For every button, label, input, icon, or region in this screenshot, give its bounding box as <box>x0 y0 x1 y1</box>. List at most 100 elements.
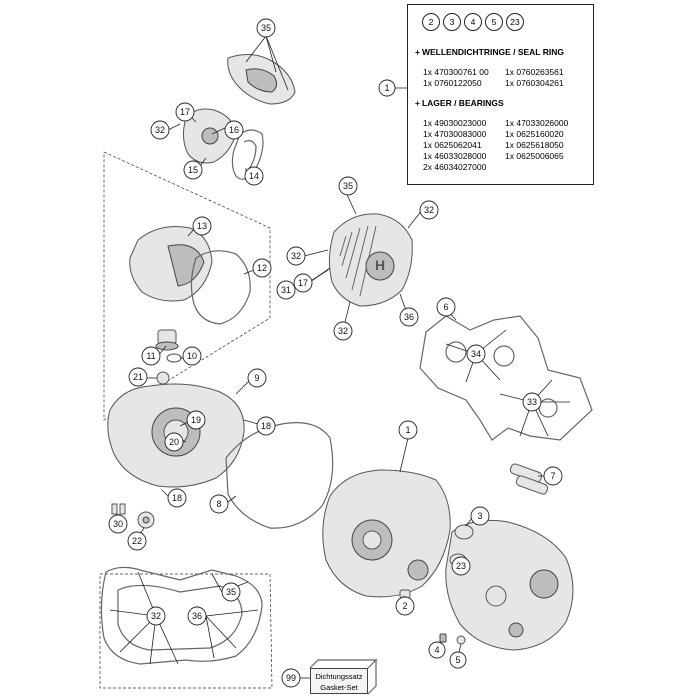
oil-plug <box>155 329 179 351</box>
callout-3: 3 <box>470 506 490 526</box>
callout-6: 6 <box>436 297 456 317</box>
legend-badge-row: 2 3 4 5 23 <box>422 13 524 31</box>
part-number: 1x 0625618050 <box>505 140 564 150</box>
gasket-set-outline <box>100 566 263 665</box>
part-number: 1x 0760122050 <box>423 78 482 88</box>
part-number: 1x 0625160020 <box>505 129 564 139</box>
part-number: 1x 0760263561 <box>505 67 564 77</box>
callout-16: 16 <box>224 120 244 140</box>
svg-text:18: 18 <box>172 493 182 503</box>
legend-badge: 4 <box>464 13 482 31</box>
callout-12: 12 <box>252 258 272 278</box>
svg-text:35: 35 <box>261 23 271 33</box>
bearing-line: 1x 0625062041 1x 0625618050 <box>423 140 564 150</box>
part-number: 1x 0625062041 <box>423 140 482 150</box>
svg-text:12: 12 <box>257 263 267 273</box>
callout-17-ignition: 17 <box>293 273 313 293</box>
svg-text:1: 1 <box>405 425 410 435</box>
water-pump-housing <box>182 108 237 164</box>
svg-text:31: 31 <box>281 285 291 295</box>
callout-35-water-pump: 35 <box>256 18 276 38</box>
callout-32-ignition-left: 32 <box>286 246 306 266</box>
callout-10: 10 <box>182 346 202 366</box>
svg-text:16: 16 <box>229 125 239 135</box>
callout-36-gasket: 36 <box>187 606 207 626</box>
svg-text:H: H <box>375 257 385 273</box>
svg-text:7: 7 <box>550 471 555 481</box>
bearing-3 <box>454 524 474 540</box>
callout-9: 9 <box>247 368 267 388</box>
part-4 <box>439 633 447 643</box>
seal-ring-heading-text: WELLENDICHTRINGE / SEAL RING <box>421 47 564 57</box>
ignition-cover: H <box>328 213 413 307</box>
cylinder-base-gasket <box>419 315 593 441</box>
oil-plug-o-ring <box>166 353 182 363</box>
callout-5: 5 <box>449 651 467 669</box>
gasket-set-inner <box>117 584 243 651</box>
clutch-cover-outer <box>129 226 213 302</box>
svg-text:18: 18 <box>261 421 271 431</box>
gasket-set-box: Dichtungssatz Gasket-Set <box>310 668 368 694</box>
callout-14: 14 <box>244 166 264 186</box>
svg-text:32: 32 <box>155 125 165 135</box>
svg-text:32: 32 <box>291 251 301 261</box>
part-number: 1x 470300761 00 <box>423 67 489 77</box>
part-number: 2x 46034027000 <box>423 162 487 172</box>
svg-text:33: 33 <box>527 397 537 407</box>
svg-text:2: 2 <box>402 601 407 611</box>
plus-icon: + <box>415 98 420 108</box>
bolt-30 <box>111 503 126 515</box>
seal-ring-line: 1x 470300761 00 1x 0760263561 <box>423 67 564 77</box>
svg-text:13: 13 <box>197 221 207 231</box>
svg-text:34: 34 <box>471 349 481 359</box>
svg-text:23: 23 <box>456 561 466 571</box>
svg-text:36: 36 <box>192 611 202 621</box>
callout-32-gasket: 32 <box>146 606 166 626</box>
svg-text:35: 35 <box>343 181 353 191</box>
svg-text:5: 5 <box>455 655 460 665</box>
callout-21: 21 <box>128 367 148 387</box>
svg-text:14: 14 <box>249 171 259 181</box>
svg-text:1: 1 <box>384 83 389 93</box>
part-number: 1x 46033028000 <box>423 151 487 161</box>
water-pump-cover <box>227 54 296 105</box>
legend-badge: 2 <box>422 13 440 31</box>
callout-35-ignition: 35 <box>338 176 358 196</box>
svg-text:17: 17 <box>180 107 190 117</box>
callout-18-upper: 18 <box>256 416 276 436</box>
callout-32-top: 32 <box>150 120 170 140</box>
gasket-set-label-de: Dichtungssatz <box>315 672 363 681</box>
callout-18-lower: 18 <box>167 488 187 508</box>
svg-text:22: 22 <box>132 536 142 546</box>
svg-text:35: 35 <box>226 587 236 597</box>
part-number: 1x 47030083000 <box>423 129 487 139</box>
svg-text:19: 19 <box>191 415 201 425</box>
callout-2: 2 <box>395 596 415 616</box>
bearing-line: 1x 47030083000 1x 0625160020 <box>423 129 564 139</box>
svg-text:10: 10 <box>187 351 197 361</box>
svg-text:9: 9 <box>254 373 259 383</box>
legend-badge: 5 <box>485 13 503 31</box>
callout-15: 15 <box>183 160 203 180</box>
seal-ring-heading: +WELLENDICHTRINGE / SEAL RING <box>415 47 564 57</box>
svg-text:15: 15 <box>188 165 198 175</box>
callout-31: 31 <box>276 280 296 300</box>
svg-text:32: 32 <box>338 326 348 336</box>
crankcase-left-half <box>322 469 451 598</box>
svg-text:17: 17 <box>298 278 308 288</box>
svg-text:21: 21 <box>133 372 143 382</box>
gasket-set-box-edge <box>309 658 378 695</box>
svg-text:6: 6 <box>443 302 448 312</box>
callout-7: 7 <box>543 466 563 486</box>
callout-1-crankcase: 1 <box>398 420 418 440</box>
clutch-cover-group-frame <box>103 151 271 421</box>
plug-22 <box>137 511 155 529</box>
callout-13: 13 <box>192 216 212 236</box>
callout-33: 33 <box>522 392 542 412</box>
svg-text:30: 30 <box>113 519 123 529</box>
svg-text:32: 32 <box>424 205 434 215</box>
callout-20: 20 <box>164 432 184 452</box>
